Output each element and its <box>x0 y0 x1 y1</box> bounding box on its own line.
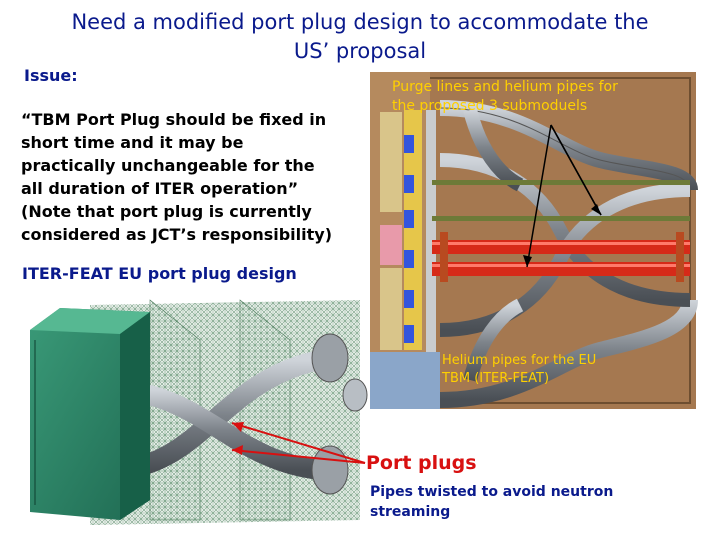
helium-text-2: TBM (ITER-FEAT) <box>442 371 550 386</box>
port-plug-arrows <box>231 422 366 464</box>
quote-line-5: (Note that port plug is currently <box>21 202 312 221</box>
plug-box-top <box>30 308 150 334</box>
first-wall <box>426 110 436 370</box>
purge-line-text-2: the proposed 3 submoduels <box>392 98 588 114</box>
issue-label: Issue: <box>24 66 78 85</box>
port-plug-section-image <box>370 72 698 409</box>
pink-block <box>380 225 402 265</box>
eu-design-label: ITER-FEAT EU port plug design <box>22 264 297 283</box>
title-line-1: Need a modified port plug design to acco… <box>71 10 649 34</box>
blue-tabs <box>404 135 414 343</box>
purge-pointer-1 <box>526 124 552 268</box>
yellow-block-1 <box>380 112 402 212</box>
issue-quote: “TBM Port Plug should be fixed in short … <box>21 108 373 246</box>
grey-pipe-bottom-right <box>439 298 698 408</box>
purge-line-text-1: Purge lines and helium pipes for <box>392 79 618 95</box>
slide-title: Need a modified port plug design to acco… <box>0 8 720 66</box>
pipes-twisted-text-1: Pipes twisted to avoid neutron <box>370 484 614 500</box>
pipes-twisted-label: Pipes twisted to avoid neutron streaming <box>370 482 613 522</box>
quote-line-3: practically unchangeable for the <box>21 156 315 175</box>
helium-pipes-label: Helium pipes for the EU TBM (ITER-FEAT) <box>442 352 642 388</box>
arrow-2 <box>231 449 366 464</box>
purge-line-2 <box>432 216 690 221</box>
lower-block <box>370 352 440 409</box>
quote-line-2: short time and it may be <box>21 133 244 152</box>
eu-port-plug-3d-image <box>30 299 368 525</box>
helium-text-1: Helium pipes for the EU <box>442 353 597 368</box>
pipes-twisted-text-2: streaming <box>370 504 451 520</box>
quote-line-4: all duration of ITER operation” <box>21 179 299 198</box>
purge-lines-label: Purge lines and helium pipes for the pro… <box>392 78 692 116</box>
title-line-2: US’ proposal <box>293 39 427 63</box>
quote-line-6: considered as JCT’s responsibility) <box>21 225 333 244</box>
plug-box-side <box>120 312 150 520</box>
arrow-1 <box>231 422 366 464</box>
pipe-end-1 <box>311 333 349 383</box>
purge-line-1 <box>432 180 690 185</box>
yellow-block-2 <box>380 268 402 350</box>
quote-line-1: “TBM Port Plug should be fixed in <box>21 110 327 129</box>
port-plugs-label: Port plugs <box>366 452 477 474</box>
